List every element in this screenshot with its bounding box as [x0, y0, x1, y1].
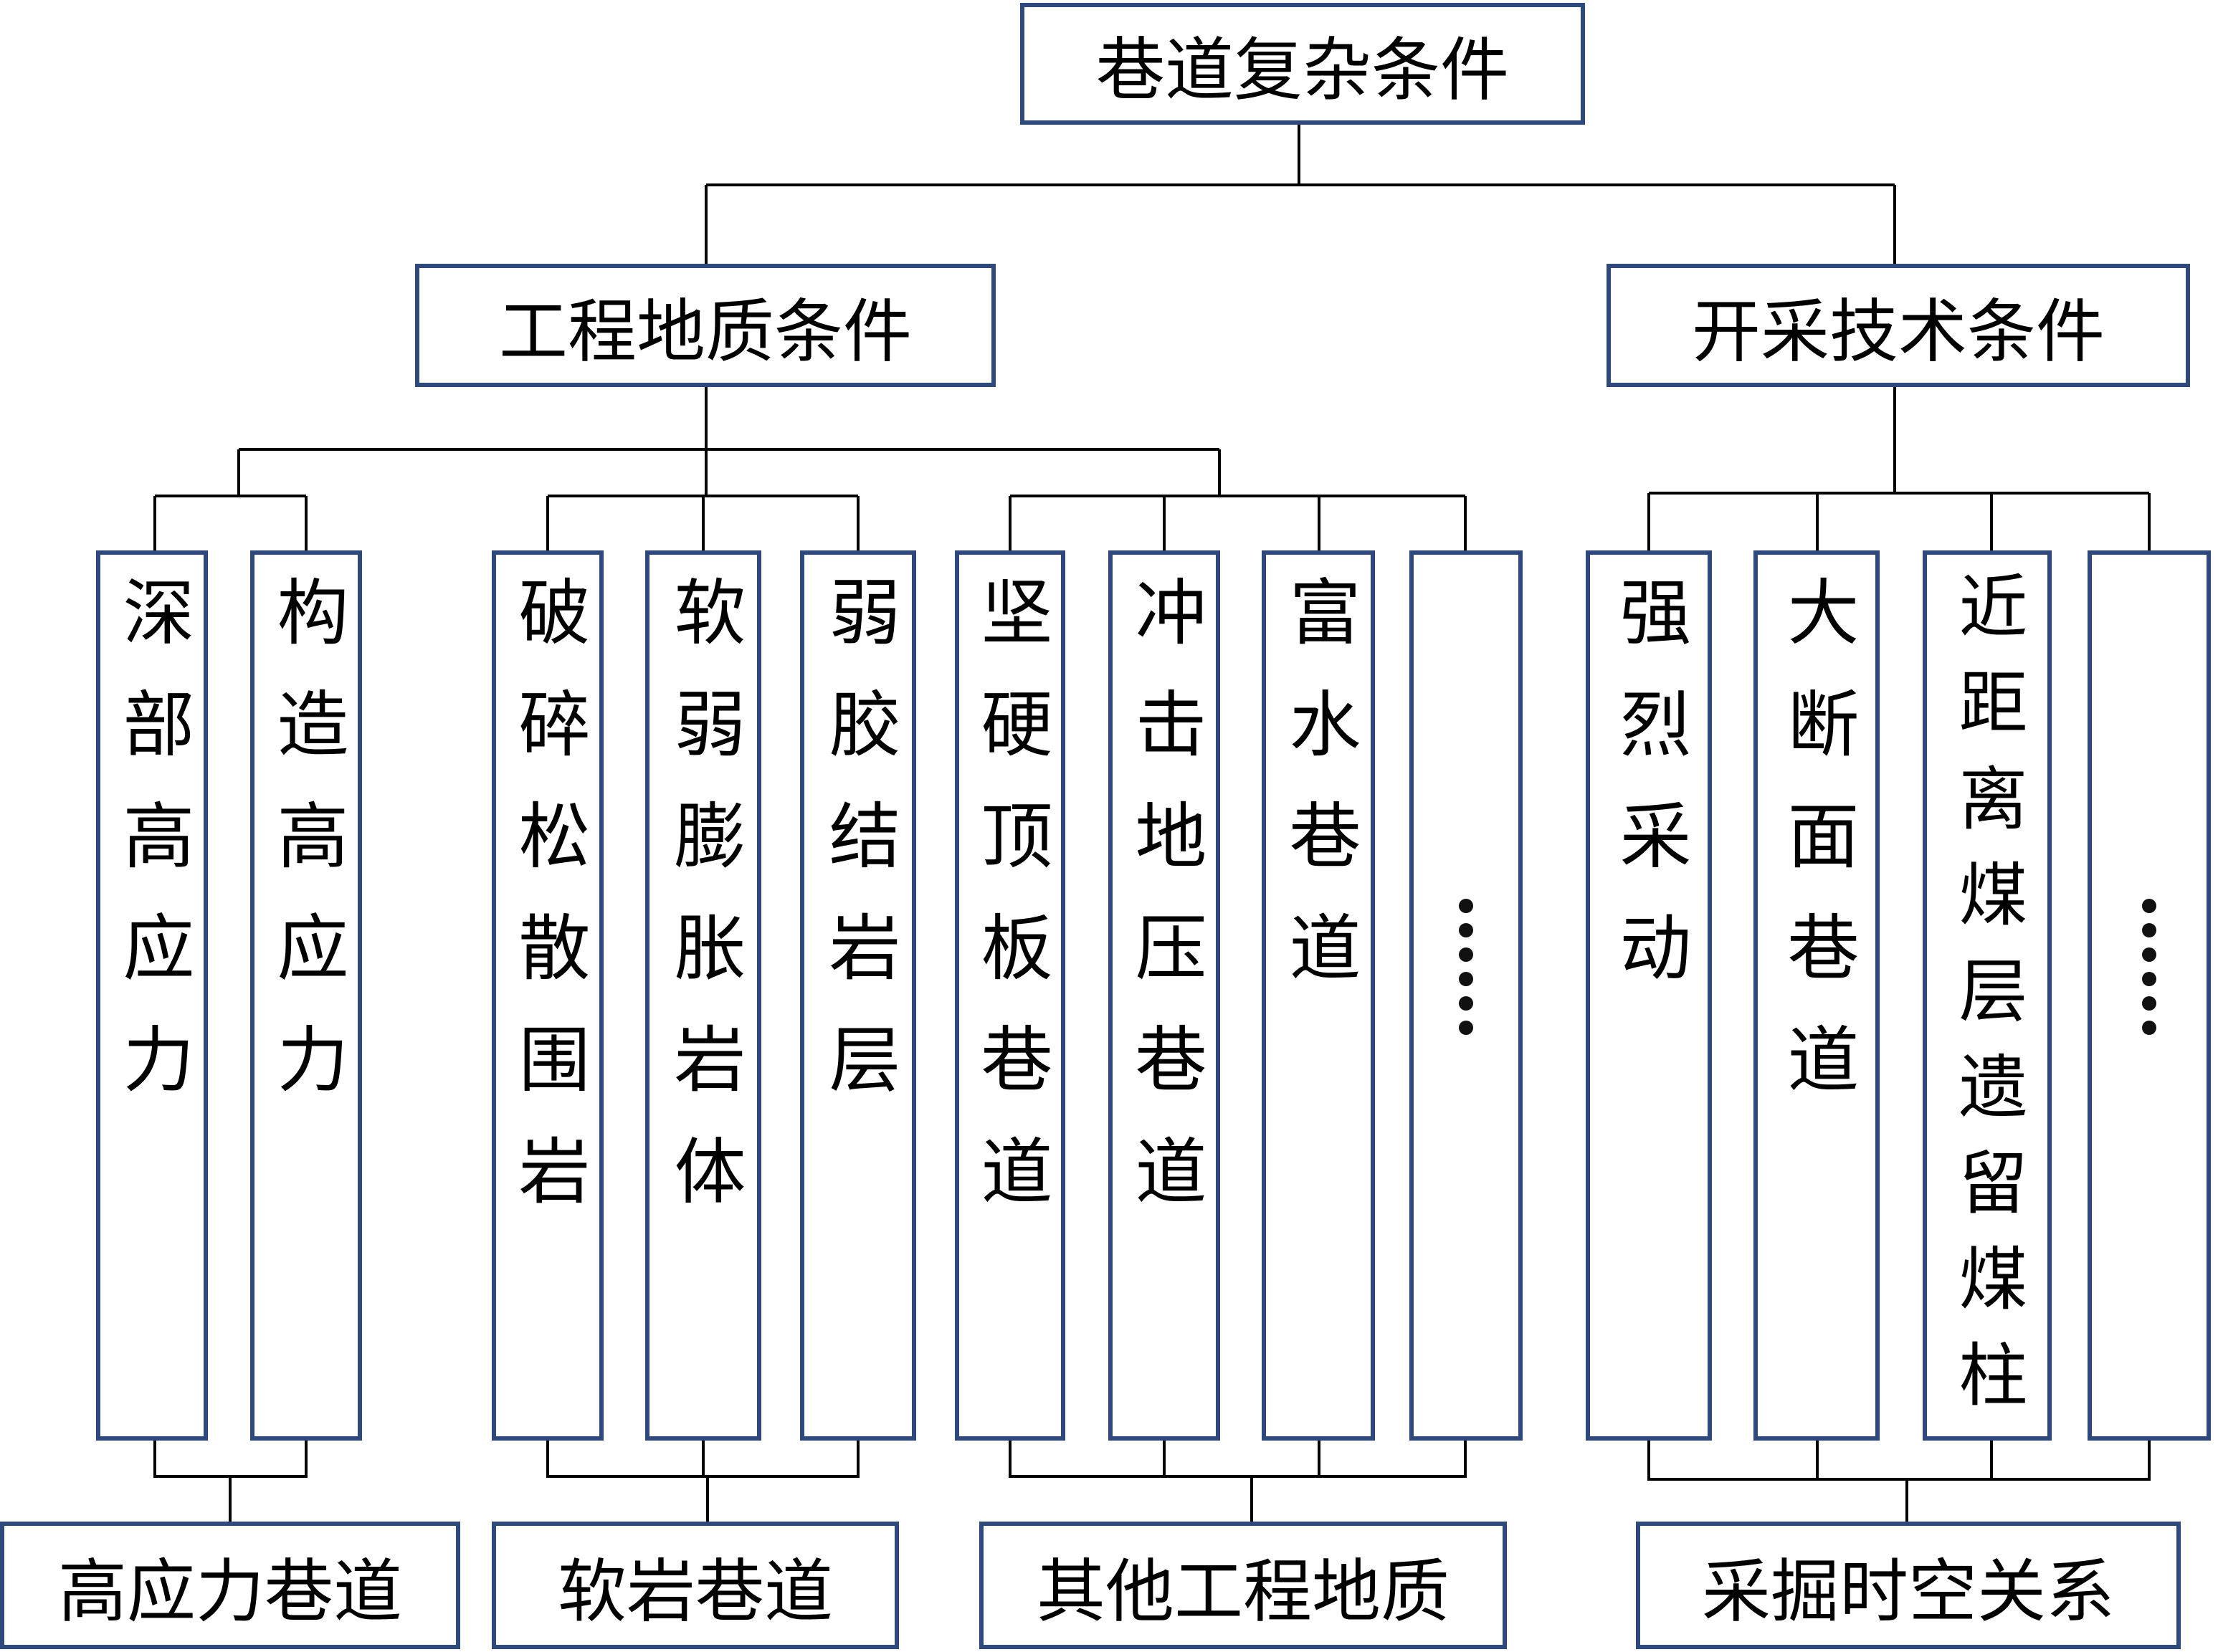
leaf-mining-more	[2088, 550, 2211, 1441]
root-label: 巷道复杂条件	[1096, 29, 1509, 110]
category-label: 软岩巷道	[558, 1551, 833, 1632]
leaf-label: 深部高应力	[110, 575, 194, 1134]
leaf-label: 大断面巷道	[1775, 575, 1859, 1134]
connector-group1-top	[153, 495, 308, 552]
category-label: 高应力巷道	[58, 1551, 402, 1632]
connector-mining-group4	[1647, 386, 2151, 552]
connector-group4-bottom	[1647, 1439, 2151, 1523]
connector-group3-top	[1009, 495, 1467, 552]
leaf-hard-roof-roadway: 坚硬顶板巷道	[955, 550, 1065, 1441]
category-mining-spatiotemporal: 采掘时空关系	[1636, 1522, 2181, 1649]
leaf-intense-mining: 强烈采动	[1586, 550, 1712, 1441]
leaf-label: 近距离煤层遗留煤柱	[1947, 570, 2027, 1435]
connector-group3-bottom	[1009, 1439, 1467, 1523]
leaf-near-residual-pillar: 近距离煤层遗留煤柱	[1923, 550, 2052, 1441]
leaf-deep-high-stress: 深部高应力	[96, 550, 208, 1441]
category-label: 采掘时空关系	[1702, 1551, 2115, 1632]
category-high-stress-roadway: 高应力巷道	[0, 1522, 460, 1649]
leaf-label: 冲击地压巷道	[1123, 575, 1206, 1246]
leaf-label: 坚硬顶板巷道	[968, 575, 1052, 1246]
leaf-water-rich-roadway: 富水巷道	[1262, 550, 1375, 1441]
leaf-label: 强烈采动	[1607, 575, 1691, 1022]
leaf-label: 破碎松散围岩	[506, 575, 590, 1246]
leaf-large-section-roadway: 大断面巷道	[1753, 550, 1880, 1441]
connector-group2-top	[546, 495, 860, 552]
leaf-broken-loose-rock: 破碎松散围岩	[492, 550, 604, 1441]
leaf-soft-swelling-rock: 软弱膨胀岩体	[645, 550, 761, 1441]
leaf-label: 弱胶结岩层	[817, 575, 900, 1134]
branch-geology-node: 工程地质条件	[415, 264, 996, 387]
leaf-label: 软弱膨胀岩体	[662, 575, 746, 1246]
ellipsis-icon	[2142, 899, 2156, 1035]
branch-geology-label: 工程地质条件	[499, 291, 912, 372]
category-other-geology: 其他工程地质	[979, 1522, 1507, 1649]
leaf-geology-more	[1409, 550, 1523, 1441]
branch-mining-label: 开采技术条件	[1692, 291, 2105, 372]
connector-geology-groups	[237, 386, 1221, 496]
ellipsis-icon	[1459, 899, 1473, 1035]
connector-root-branches	[705, 123, 1896, 265]
branch-mining-node: 开采技术条件	[1607, 264, 2190, 387]
leaf-rockburst-roadway: 冲击地压巷道	[1108, 550, 1220, 1441]
category-label: 其他工程地质	[1037, 1551, 1450, 1632]
root-node: 巷道复杂条件	[1020, 3, 1585, 125]
leaf-label: 构造高应力	[265, 575, 348, 1134]
leaf-weakly-cemented-strata: 弱胶结岩层	[800, 550, 916, 1441]
leaf-label: 富水巷道	[1277, 575, 1361, 1022]
category-soft-rock-roadway: 软岩巷道	[492, 1522, 899, 1649]
leaf-tectonic-high-stress: 构造高应力	[250, 550, 362, 1441]
connector-group1-bottom	[153, 1439, 308, 1523]
connector-group2-bottom	[546, 1439, 860, 1523]
